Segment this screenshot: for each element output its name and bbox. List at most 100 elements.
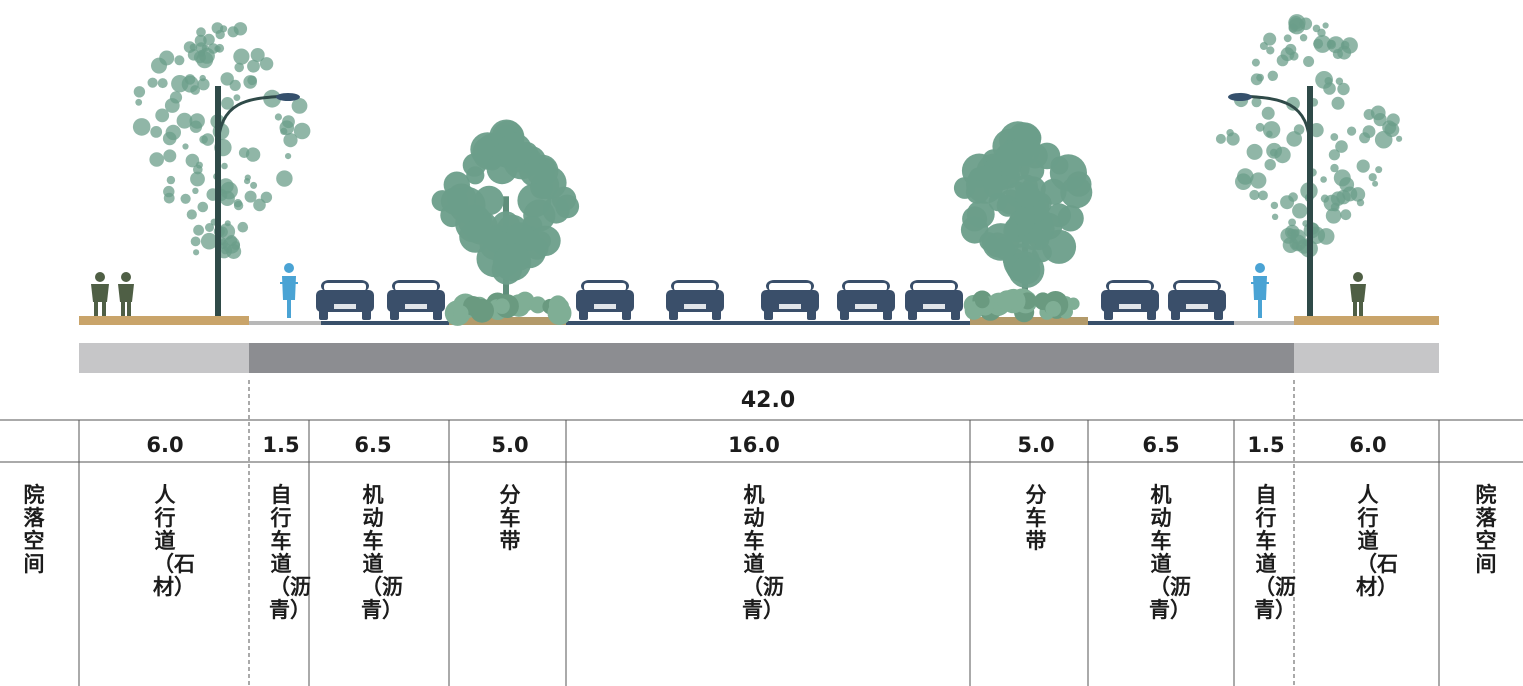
tree-sidewalk-left-leaf bbox=[250, 48, 265, 62]
tree-sidewalk-right-leaf bbox=[1267, 70, 1279, 82]
car-0-grille bbox=[334, 304, 356, 309]
tree-sidewalk-right-leaf bbox=[1251, 97, 1262, 108]
ground-layer bbox=[79, 316, 1439, 373]
tree-sidewalk-left-leaf bbox=[263, 89, 281, 108]
car-5 bbox=[837, 280, 895, 320]
tree-sidewalk-left-leaf bbox=[159, 50, 175, 66]
tree-sidewalk-left-leaf bbox=[192, 187, 199, 194]
tree-sidewalk-right-leaf bbox=[1374, 130, 1393, 149]
tree-sidewalk-left-leaf bbox=[231, 241, 241, 250]
cyclist-right bbox=[1251, 263, 1269, 318]
cyclist-left-head bbox=[284, 263, 294, 273]
label-sidewalk-right: 人行道（石材） bbox=[1356, 483, 1398, 599]
tree-sidewalk-right-leaf bbox=[1330, 133, 1339, 141]
tree-sidewalk-left-leaf bbox=[200, 232, 218, 250]
pedestrian-left-2-leg-right bbox=[127, 302, 131, 316]
tree-sidewalk-left-leaf bbox=[285, 153, 292, 160]
cyclist-right-torso bbox=[1253, 276, 1267, 300]
car-2 bbox=[576, 280, 634, 320]
car-0-wheel-right bbox=[362, 310, 371, 320]
tree-sidewalk-left-leaf bbox=[291, 98, 308, 114]
tree-median-right-leaf bbox=[1022, 143, 1048, 169]
label-courtyard-right: 院落空间 bbox=[1475, 483, 1497, 576]
pedestrian-left-1-head bbox=[95, 272, 105, 282]
tree-sidewalk-right-leaf bbox=[1396, 135, 1403, 142]
tree-sidewalk-left-leaf bbox=[201, 133, 215, 146]
tree-sidewalk-right-leaf bbox=[1309, 123, 1324, 138]
tree-sidewalk-left-leaf bbox=[201, 44, 209, 52]
tree-sidewalk-left-leaf bbox=[163, 149, 177, 163]
dim-median-left: 5.0 bbox=[491, 433, 529, 457]
tree-sidewalk-left-leaf bbox=[214, 45, 221, 52]
bike-lane-surface-left bbox=[249, 321, 321, 325]
tree-sidewalk-right-leaf bbox=[1286, 131, 1302, 147]
shrubs-median-right bbox=[963, 288, 1080, 323]
car-3-grille bbox=[684, 304, 706, 309]
dimension-lines-layer bbox=[0, 380, 1523, 686]
tree-sidewalk-left-leaf bbox=[199, 74, 206, 82]
car-8-wheel-left bbox=[1171, 310, 1180, 320]
label-motor-lane-center: 机动车道（沥青） bbox=[742, 483, 784, 622]
tree-sidewalk-right-leaf bbox=[1322, 22, 1329, 29]
label-motor-lane-left: 机动车道（沥青） bbox=[361, 483, 403, 622]
tree-sidewalk-left-leaf bbox=[157, 78, 168, 89]
tree-sidewalk-right-leaf bbox=[1269, 148, 1278, 157]
tree-sidewalk-left-leaf bbox=[190, 236, 201, 247]
tree-sidewalk-right-leaf bbox=[1280, 47, 1295, 62]
car-7-body bbox=[1101, 290, 1159, 312]
street-lamp-left bbox=[215, 86, 300, 316]
tree-sidewalk-left-leaf bbox=[180, 193, 191, 204]
street-lamp-right bbox=[1228, 86, 1313, 316]
car-0 bbox=[316, 280, 374, 320]
tree-sidewalk-right-leaf bbox=[1266, 46, 1275, 55]
tree-sidewalk-right-leaf bbox=[1368, 173, 1377, 182]
shrubs-median-left-blob bbox=[470, 298, 494, 323]
tree-sidewalk-right-leaf bbox=[1375, 166, 1383, 174]
tree-sidewalk-right-leaf bbox=[1320, 176, 1327, 183]
pedestrian-right bbox=[1350, 272, 1366, 316]
car-5-wheel-right bbox=[883, 310, 892, 320]
tree-sidewalk-left-leaf bbox=[243, 75, 257, 89]
tree-sidewalk-right-leaf bbox=[1386, 113, 1400, 127]
tree-sidewalk-right-leaf bbox=[1347, 126, 1357, 136]
tree-sidewalk-right-leaf bbox=[1283, 34, 1292, 43]
tree-sidewalk-right-leaf bbox=[1317, 228, 1335, 245]
tree-sidewalk-left-leaf bbox=[259, 57, 274, 71]
road-surface-right bbox=[1088, 321, 1234, 325]
tree-sidewalk-left-leaf bbox=[150, 125, 163, 138]
tree-sidewalk-left-leaf bbox=[132, 118, 151, 136]
tree-sidewalk-left-leaf bbox=[218, 223, 236, 240]
tree-sidewalk-left bbox=[132, 22, 311, 316]
car-4-body bbox=[761, 290, 819, 312]
tree-sidewalk-right-leaf bbox=[1266, 130, 1273, 138]
tree-median-left-leaf bbox=[474, 185, 504, 216]
dim-sidewalk-left: 6.0 bbox=[146, 433, 184, 457]
tree-sidewalk-left-leaf bbox=[219, 190, 235, 206]
tree-sidewalk-left-leaf bbox=[165, 124, 181, 141]
tree-sidewalk-left-leaf bbox=[181, 75, 199, 93]
tree-sidewalk-left-leaf bbox=[220, 25, 228, 33]
tree-sidewalk-left-leaf bbox=[133, 86, 146, 98]
tree-sidewalk-right-leaf bbox=[1331, 96, 1345, 110]
car-1-wheel-right bbox=[433, 310, 442, 320]
tree-sidewalk-right-leaf bbox=[1288, 192, 1298, 202]
label-motor-lane-right: 机动车道（沥青） bbox=[1149, 483, 1191, 622]
tree-median-left-leaf bbox=[459, 220, 492, 253]
car-8 bbox=[1168, 280, 1226, 320]
car-6-grille bbox=[923, 304, 945, 309]
pedestrian-left-1-leg-right bbox=[102, 302, 106, 316]
street-lamp-left-arm bbox=[216, 94, 289, 151]
tree-sidewalk-left-leaf bbox=[233, 22, 248, 36]
tree-sidewalk-left-leaf bbox=[193, 224, 205, 236]
tree-sidewalk-right-leaf bbox=[1372, 180, 1379, 187]
cyclist-right-wheel bbox=[1258, 298, 1262, 318]
tree-sidewalk-right-leaf bbox=[1303, 56, 1315, 67]
tree-sidewalk-right-leaf bbox=[1288, 218, 1296, 227]
tree-sidewalk-right-leaf bbox=[1290, 229, 1306, 245]
car-1 bbox=[387, 280, 445, 320]
car-0-windshield bbox=[324, 283, 366, 291]
tree-sidewalk-right-leaf bbox=[1362, 125, 1376, 138]
car-4-wheel-left bbox=[764, 310, 773, 320]
pedestrian-left-1 bbox=[91, 272, 109, 316]
tree-sidewalk-left-leaf bbox=[221, 97, 234, 110]
